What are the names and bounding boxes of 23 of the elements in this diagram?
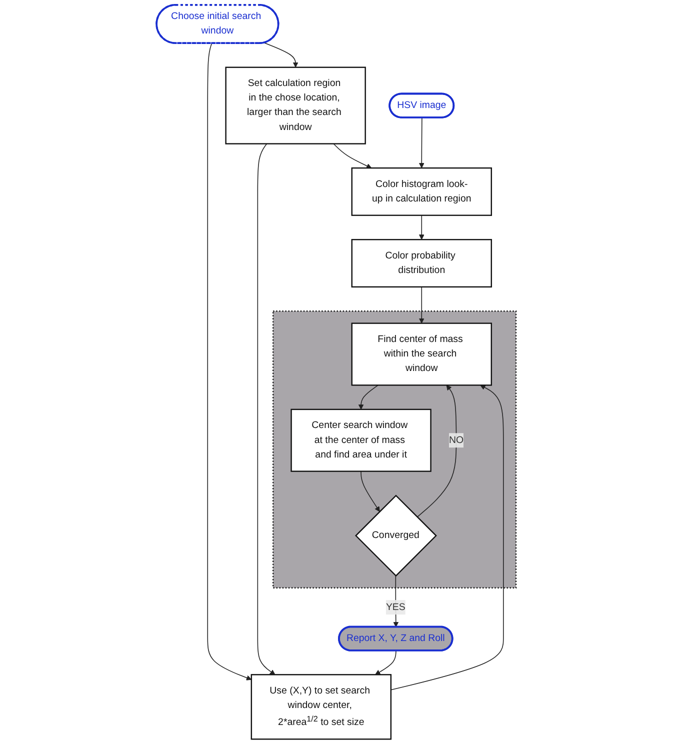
arrow bbox=[257, 143, 276, 675]
node-diamond: Converged bbox=[355, 494, 438, 577]
arrow bbox=[419, 117, 424, 168]
arrow bbox=[393, 575, 399, 628]
arrow bbox=[360, 470, 380, 512]
cluster bbox=[272, 310, 517, 589]
arrow bbox=[264, 42, 298, 68]
node-box: Use (X,Y) to set search window center, 2*area$^{1/2}$ to set size bbox=[251, 674, 392, 740]
arrow bbox=[375, 650, 397, 675]
node-box: Center search window at the center of mass and find area under it bbox=[290, 408, 432, 472]
arrow bbox=[390, 384, 504, 690]
node-box: Color probability distribution bbox=[351, 238, 492, 288]
node-box: Color histogram look-up in calculation region bbox=[351, 167, 492, 216]
arrow bbox=[419, 286, 424, 324]
edge-label: NO bbox=[449, 434, 464, 446]
arrow bbox=[417, 384, 457, 518]
arrow bbox=[419, 214, 424, 240]
arrow bbox=[358, 384, 379, 410]
node-box: Set calculation region in the chose location, larger than the search window bbox=[225, 66, 366, 144]
arrow bbox=[333, 143, 372, 168]
node-box: Find center of mass within the search window bbox=[351, 322, 492, 386]
arrow bbox=[207, 42, 252, 680]
edge-label: YES bbox=[386, 602, 406, 612]
